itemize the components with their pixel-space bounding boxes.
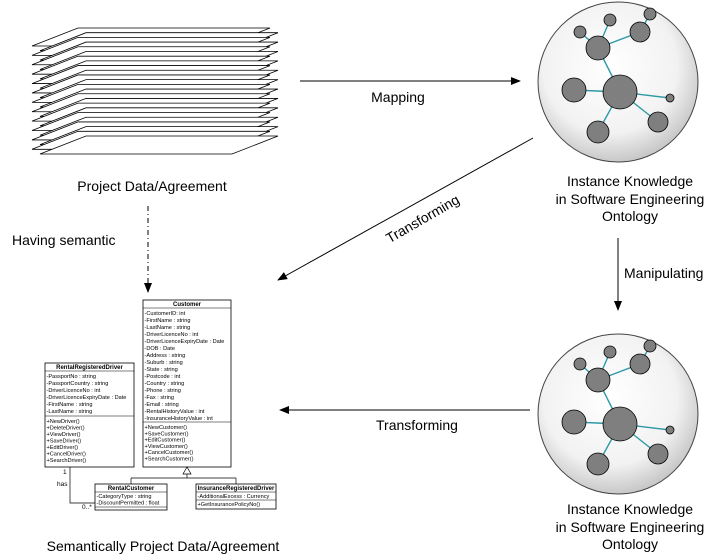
instance-top-label-3: Ontology (602, 208, 658, 224)
uml-member: +DeleteDriver() (47, 426, 85, 432)
uml-member: -DOB : Date (145, 346, 175, 352)
uml-class-rental-customer: RentalCustomer -CategoryType : string-Di… (94, 483, 168, 511)
uml-member: -Email : string (145, 402, 179, 408)
ontology-node (586, 452, 610, 476)
uml-class-insurance-registered-driver: InsuranceRegisteredDriver -AdditionalExc… (195, 483, 277, 510)
ontology-node (603, 13, 617, 27)
ontology-node (561, 409, 587, 435)
ontology-node (629, 21, 651, 43)
uml-class-title: Customer (173, 302, 202, 308)
uml-member: +EditDriver() (47, 445, 79, 451)
manipulating-label: Manipulating (624, 265, 703, 281)
uml-member: -Suburb : string (145, 360, 183, 366)
instance-bottom-label-2: in Software Engineering (556, 519, 705, 535)
uml-member: -DriverLicenceNo : int (47, 388, 101, 394)
uml-association-has: 1 has 0..* (57, 467, 95, 511)
uml-member: -DriverLicenceNo : int (145, 332, 199, 338)
ontology-node (585, 35, 611, 61)
ontology-node (643, 7, 657, 21)
uml-member: -DriverLicenceExpiryDate : Date (145, 339, 225, 345)
uml-member: +SaveDriver() (47, 439, 82, 445)
document-stack-icon (31, 27, 279, 155)
ontology-node (643, 339, 657, 353)
ontology-node (585, 367, 611, 393)
uml-member: -LastName : string (47, 409, 93, 415)
instance-bottom-label-3: Ontology (602, 536, 658, 552)
uml-member: +SaveCustomer() (145, 431, 189, 437)
ontology-node (561, 77, 587, 103)
uml-member: +NewCustomer() (145, 425, 188, 431)
ontology-node (602, 74, 638, 110)
uml-inheritance (130, 466, 237, 484)
multiplicity-label: 1 (63, 469, 67, 476)
ontology-node (647, 443, 669, 465)
uml-class-rental-registered-driver: RentalRegisteredDriver -PassportNo : str… (44, 362, 135, 468)
mapping-label: Mapping (371, 89, 425, 105)
uml-member: +GetInsurancePolicyNo() (198, 502, 261, 508)
uml-class-customer: Customer -CustomerID: int-FirstName : st… (142, 299, 232, 468)
uml-class-title: InsuranceRegisteredDriver (198, 486, 275, 492)
association-label: has (57, 481, 68, 488)
uml-member: -Postcode : int (145, 374, 181, 380)
uml-class-title: RentalCustomer (108, 486, 155, 492)
uml-member: -DriverLicenceExpiryDate : Date (47, 395, 127, 401)
uml-member: +ViewDriver() (47, 432, 81, 438)
ontology-graph-top (537, 1, 699, 163)
ontology-graph-bottom (537, 333, 699, 495)
uml-member: +NewDriver() (47, 419, 80, 425)
instance-top-label-1: Instance Knowledge (567, 173, 693, 189)
uml-member: -Phone : string (145, 388, 181, 394)
uml-member: -State : string (145, 367, 178, 373)
uml-member: +EditCustomer() (145, 438, 186, 444)
uml-class-title: RentalRegisteredDriver (56, 365, 123, 371)
uml-member: -AdditionalExcess : Currency (198, 494, 270, 500)
uml-member: -InsuranceHistoryValue : int (145, 416, 214, 422)
uml-member: -RentalHistoryValue : int (145, 409, 205, 415)
ontology-node (603, 345, 617, 359)
uml-member: -DiscountPermitted : float (97, 501, 160, 507)
ontology-node (647, 111, 669, 133)
uml-member: -CustomerID: int (145, 311, 186, 317)
instance-bottom-label-1: Instance Knowledge (567, 501, 693, 517)
uml-member: -PassportCountry : string (47, 381, 109, 387)
transforming-horizontal-label: Transforming (376, 417, 458, 433)
uml-member: -FirstName : string (145, 318, 191, 324)
ontology-node (629, 353, 651, 375)
ontology-node (573, 357, 587, 371)
uml-member: -CategoryType : string (97, 494, 152, 500)
ontology-node (602, 406, 638, 442)
multiplicity-label: 0..* (82, 504, 92, 511)
semantically-label: Semantically Project Data/Agreement (47, 538, 280, 554)
uml-member: -LastName : string (145, 325, 191, 331)
uml-member: +SearchDriver() (47, 458, 87, 464)
having-semantic-label: Having semantic (12, 232, 116, 248)
uml-member: -Fax : string (145, 395, 175, 401)
ontology-node (573, 25, 587, 39)
uml-member: +ViewCustomer() (145, 444, 188, 450)
uml-member: +CancelDriver() (47, 452, 86, 458)
ontology-node (586, 120, 610, 144)
uml-member: +CancelCustomer() (145, 450, 194, 456)
transforming-diagonal-arrow (277, 137, 534, 281)
uml-member: -Address : string (145, 353, 186, 359)
uml-member: -Country : string (145, 381, 185, 387)
instance-top-label-2: in Software Engineering (556, 191, 705, 207)
ontology-node (665, 93, 675, 103)
uml-member: +SearchCustomer() (145, 457, 194, 463)
ontology-node (665, 425, 675, 435)
uml-member: -FirstName : string (47, 402, 93, 408)
uml-member: -PassportNo : string (47, 374, 96, 380)
project-data-label: Project Data/Agreement (77, 178, 227, 194)
